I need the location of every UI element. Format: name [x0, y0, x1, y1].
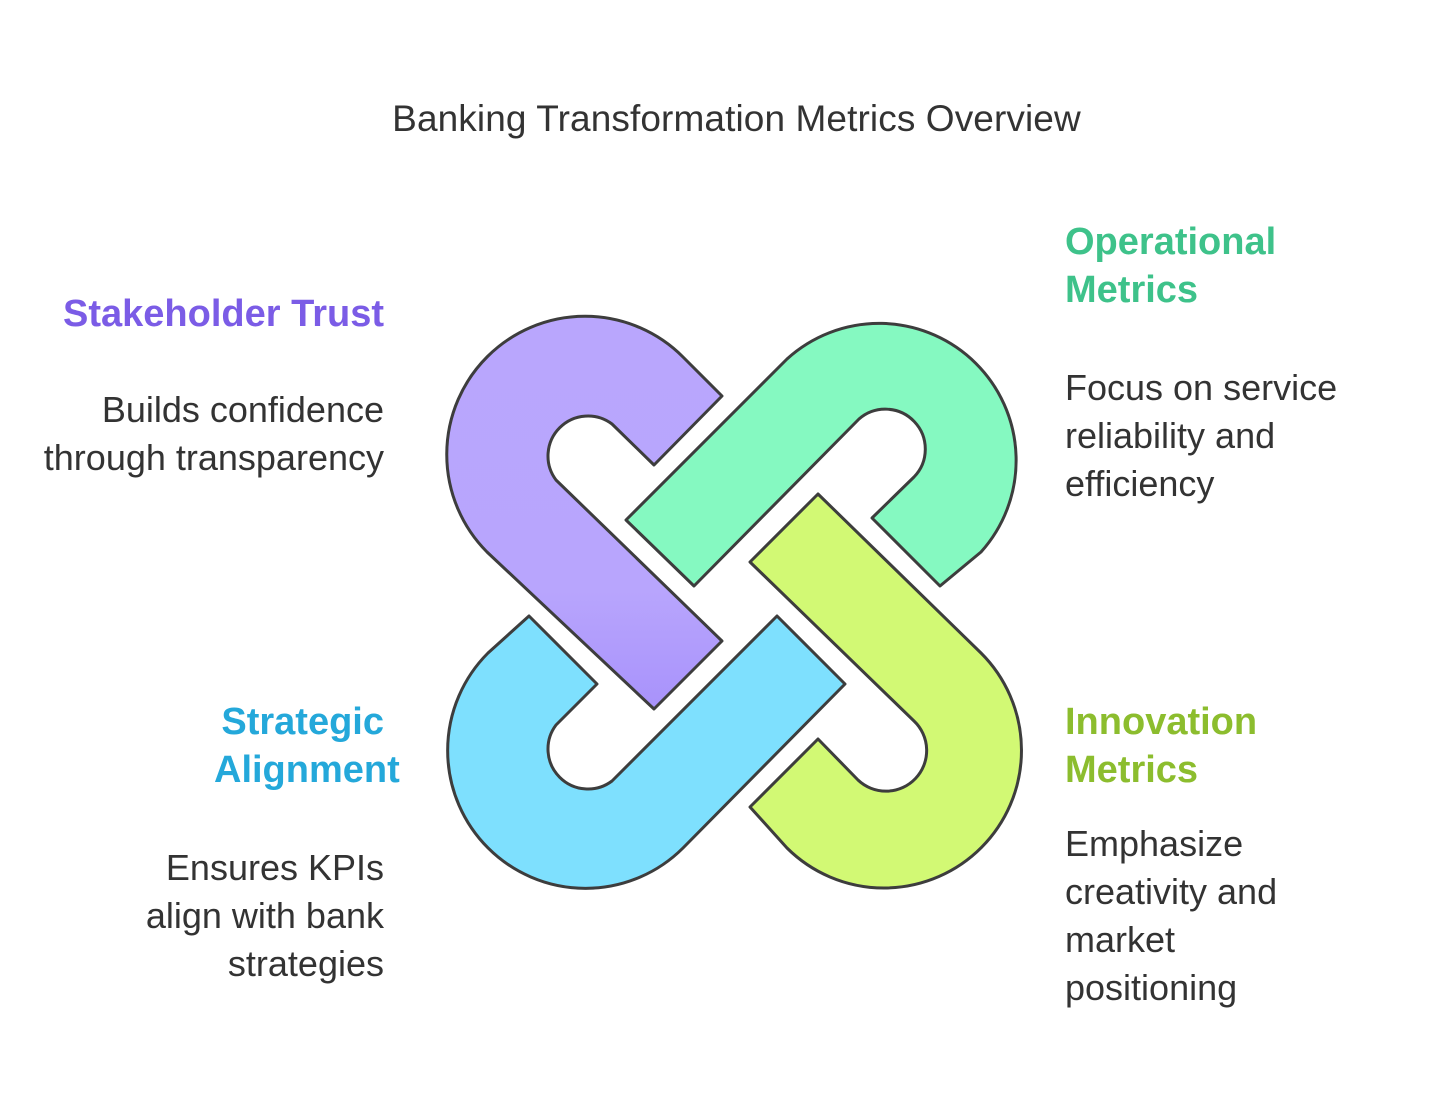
segment-description: Builds confidence through transparency	[43, 389, 384, 478]
segment-description: Emphasize creativity and market position…	[1065, 823, 1278, 1008]
link-innovation-metrics	[748, 492, 1024, 890]
link-strategic-alignment	[446, 614, 847, 890]
segment-heading: Stakeholder Trust	[63, 293, 384, 335]
segment-stakeholder-trust: Stakeholder Trust Builds confidence thro…	[24, 290, 384, 482]
segment-description: Ensures KPIs align with bank strategies	[145, 847, 384, 984]
segment-strategic-alignment: Strategic Alignment Ensures KPIs align w…	[24, 698, 400, 988]
diagram-title: Banking Transformation Metrics Overview	[392, 98, 1081, 139]
segment-heading: Operational Metrics	[1065, 221, 1277, 311]
segment-heading: Strategic Alignment	[214, 701, 400, 791]
link-operational-metrics	[624, 321, 1018, 588]
link-stakeholder-trust	[445, 314, 724, 711]
segment-description: Focus on service reliability and efficie…	[1065, 367, 1338, 504]
segment-operational-metrics: Operational Metrics Focus on service rel…	[1065, 218, 1425, 508]
segment-innovation-metrics: Innovation Metrics Emphasize creativity …	[1065, 698, 1425, 1012]
segment-heading: Innovation Metrics	[1065, 701, 1258, 791]
